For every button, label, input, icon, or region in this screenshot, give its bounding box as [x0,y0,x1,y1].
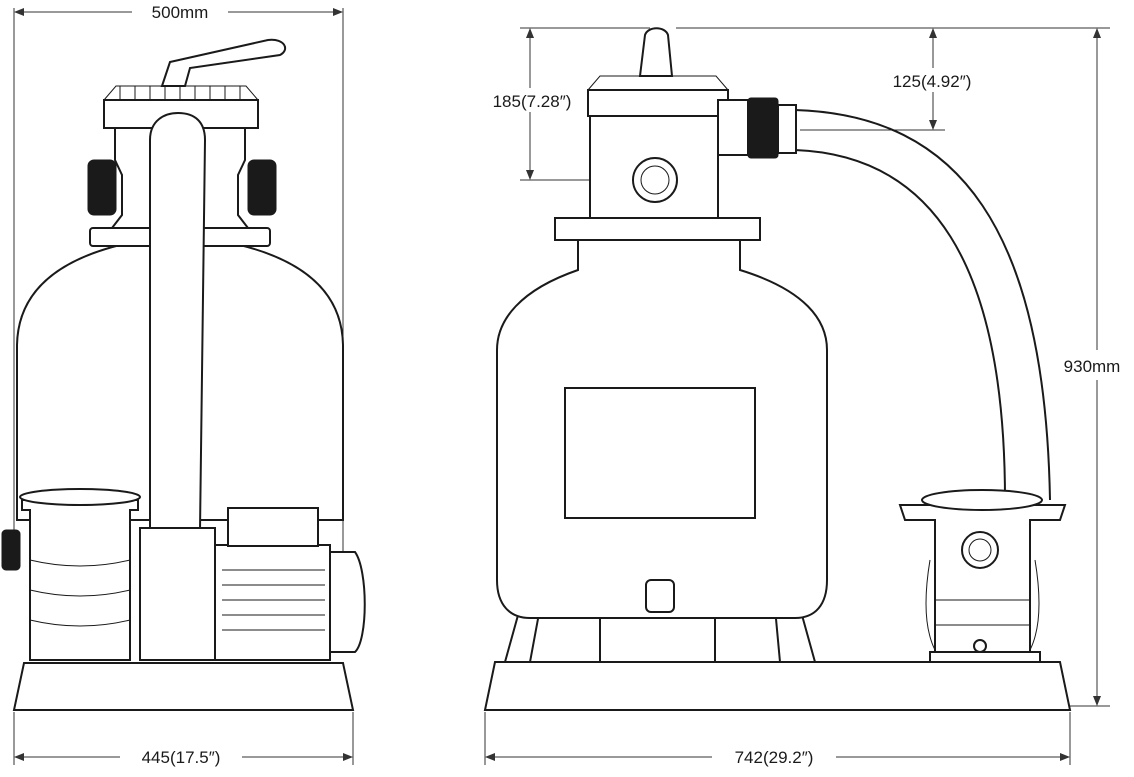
side-base-width-label: 742(29.2″) [735,748,814,767]
right-port [247,159,277,216]
valve-height-dimension: 185(7.28″) [493,27,650,181]
side-valve-head [587,89,729,117]
side-base-dimension: 742(29.2″) [484,712,1071,768]
front-width-label: 500mm [152,3,209,22]
label-plate [564,387,756,519]
drain-plug [645,579,675,613]
total-height-dimension: 930mm [676,27,1121,707]
valve-height-label: 185(7.28″) [493,92,572,111]
total-height-label: 930mm [1064,357,1121,376]
valve-handle [160,38,287,87]
left-port [87,159,117,216]
outlet-height-dimension: 125(4.92″) [800,28,972,131]
valve-knob [638,27,674,77]
outlet-union [747,97,779,159]
motor-terminal-box [227,507,319,547]
connecting-pipe [149,111,207,531]
front-view: 500mm 445(17.5″) [1,2,366,768]
valve-port [632,157,678,203]
hose [794,109,1051,501]
pump-volute [139,527,216,661]
pump-strainer-housing [21,499,139,661]
pump-base [12,662,355,711]
front-base-width-label: 445(17.5″) [142,748,221,767]
front-base-dimension: 445(17.5″) [13,712,354,768]
side-base [483,661,1072,711]
side-pump [898,504,1067,656]
outlet-height-label: 125(4.92″) [893,72,972,91]
front-width-dimension: 500mm [13,2,344,560]
side-flange [554,217,761,241]
pump-motor [214,544,331,661]
side-view: 930mm 185(7.28″) 125(4.92″) 742(29.2″) [483,27,1121,768]
